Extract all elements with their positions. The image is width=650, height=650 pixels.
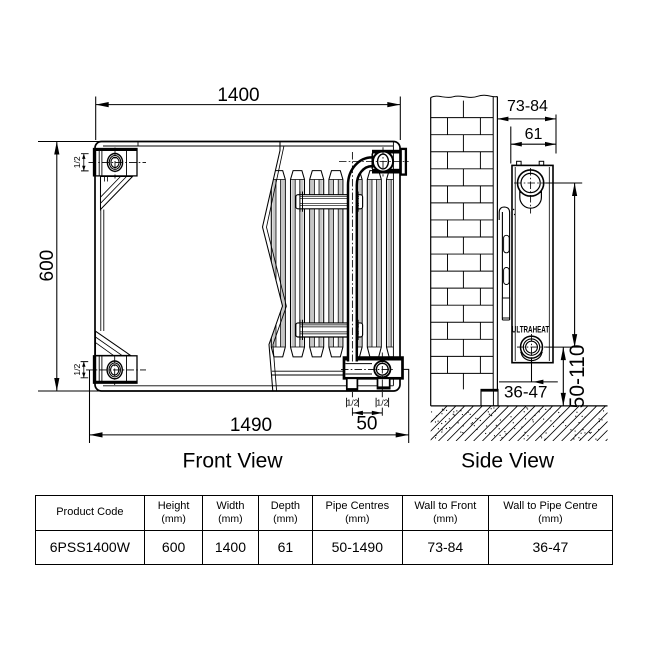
brick-wall — [430, 94, 499, 407]
column-title: Product Code — [56, 506, 124, 519]
column-header: Wall to Front(mm) — [401, 494, 489, 531]
side-wall-bracket — [498, 206, 516, 321]
front-view-dimensions: 1400 600 1490 1/2 1/2 50 1/2 1/2 — [37, 85, 410, 443]
conn-size-bottom-left: 1/2 — [72, 364, 82, 376]
column-title: Height — [157, 499, 190, 512]
dim-wall-front-text: 73-84 — [507, 98, 548, 115]
column-header: Pipe Centres(mm) — [311, 494, 403, 531]
column-unit: (mm) — [273, 512, 298, 525]
tear-edge — [261, 141, 284, 392]
dim-wall-pipe-text: 36-47 — [504, 383, 547, 402]
spec-cell: 6PSS1400W — [34, 529, 146, 565]
radiator-body-outline — [94, 140, 401, 392]
mounting-brackets — [295, 191, 364, 340]
brand-text: ULTRAHEAT — [512, 324, 550, 334]
column-unit: (mm) — [433, 512, 458, 525]
dim-pipe-max-text: 1490 — [230, 415, 272, 436]
column-title: Wall to Front — [414, 499, 477, 512]
side-view-label: Side View — [461, 449, 555, 472]
column-header: Depth(mm) — [257, 494, 313, 531]
column-header: Wall to Pipe Centre(mm) — [487, 494, 613, 531]
dim-depth-text: 61 — [525, 126, 543, 143]
column-header: Height(mm) — [144, 494, 203, 531]
conn-size-br-right: 1/2 — [376, 398, 388, 408]
column-unit: (mm) — [345, 512, 370, 525]
side-view-dimensions: 73-84 61 50-110 36-47 — [497, 98, 589, 408]
conn-size-top-left: 1/2 — [72, 156, 82, 168]
column-title: Pipe Centres — [325, 499, 390, 512]
column-unit: (mm) — [218, 512, 243, 525]
dim-width-text: 1400 — [217, 85, 259, 106]
spec-cell: 73-84 — [401, 529, 489, 565]
column-header: Width(mm) — [201, 494, 259, 531]
ground — [430, 405, 608, 441]
column-header: Product Code — [34, 494, 146, 531]
tear-edge-inner — [266, 146, 287, 392]
spec-cell: 61 — [257, 529, 313, 565]
front-view-label: Front View — [183, 449, 284, 472]
centerlines — [86, 147, 409, 392]
spec-cell: 36-47 — [487, 529, 613, 565]
column-unit: (mm) — [161, 512, 186, 525]
column-title: Depth — [270, 499, 301, 512]
left-end-details — [92, 147, 138, 384]
front-panel — [95, 141, 283, 391]
column-title: Width — [216, 499, 245, 512]
conn-size-br-left: 1/2 — [347, 398, 359, 408]
column-unit: (mm) — [538, 512, 563, 525]
spec-cell: 600 — [144, 529, 203, 565]
dim-pipe-min-text: 50 — [356, 413, 377, 434]
spec-cell: 1400 — [201, 529, 259, 565]
column-title: Wall to Pipe Centre — [503, 499, 598, 512]
dim-pipe-height-text: 50-110 — [566, 344, 589, 408]
side-radiator: ULTRAHEAT — [511, 160, 554, 364]
spec-cell: 50-1490 — [311, 529, 403, 565]
dim-height-text: 600 — [37, 250, 58, 282]
